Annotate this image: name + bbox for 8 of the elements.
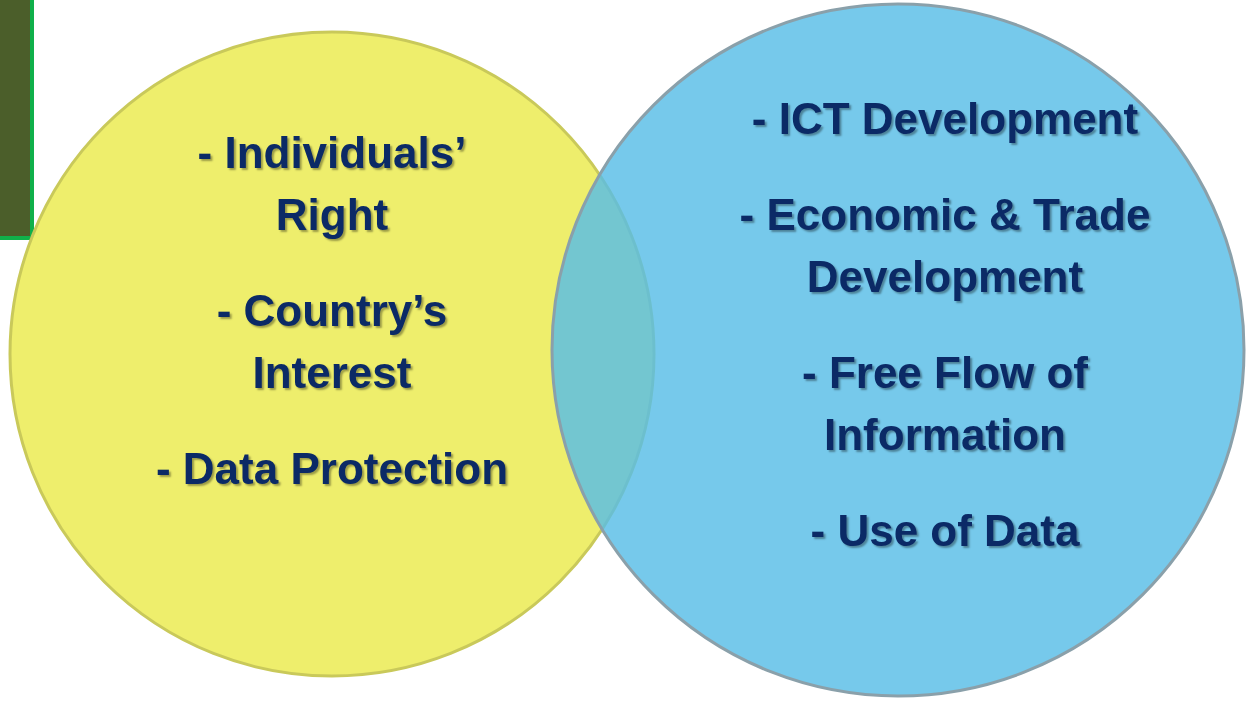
list-item-text: - Use of Data <box>810 505 1080 557</box>
list-item-text: - Country’s Interest <box>215 285 449 399</box>
list-item-text: - Data Protection <box>155 443 508 495</box>
list-item-text: - Free Flow of Information <box>801 347 1089 461</box>
venn-circle <box>550 2 1246 698</box>
list-item-text: - Economic & Trade Development <box>738 189 1152 303</box>
list-item-text: - Individuals’ Right <box>196 127 468 241</box>
list-item-text: - ICT Development <box>751 93 1139 145</box>
